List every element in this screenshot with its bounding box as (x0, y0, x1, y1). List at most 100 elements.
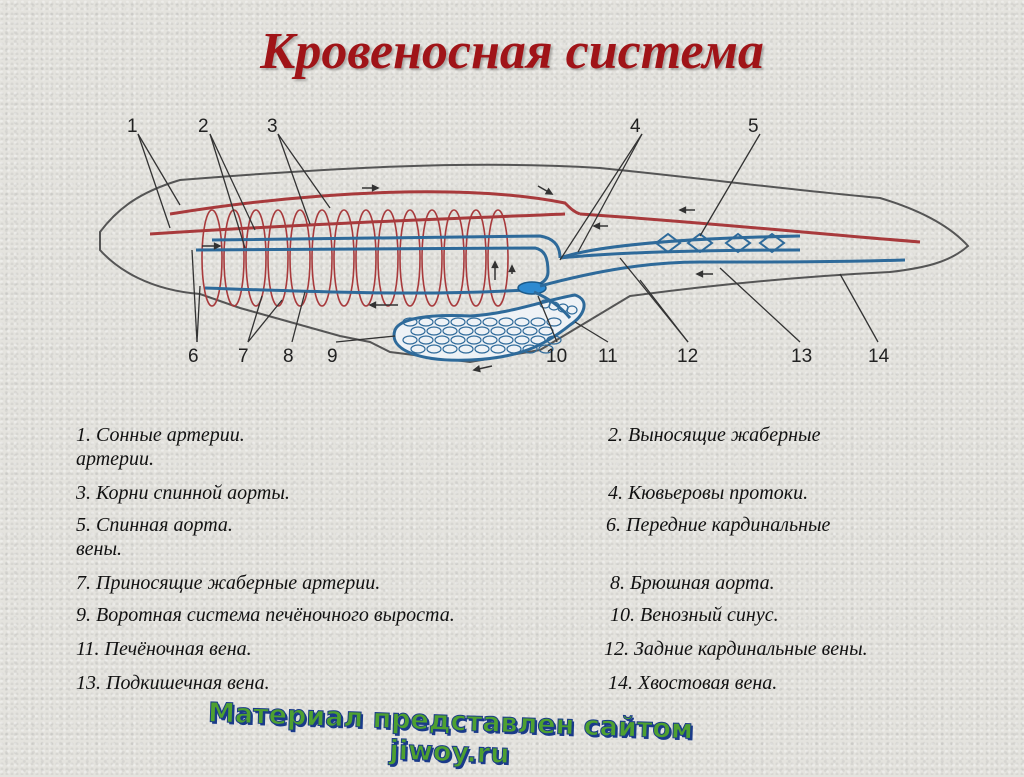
leader-line (196, 285, 201, 343)
gill-arch (487, 209, 509, 307)
hepatic-cell (474, 326, 490, 336)
hepatic-cell (434, 335, 450, 345)
hepatic-cell (474, 344, 490, 354)
cardinal-valves (654, 232, 786, 254)
leader-line (537, 295, 558, 343)
leader-line (277, 133, 331, 209)
leader-line (559, 133, 643, 261)
gill-arch (421, 209, 443, 307)
vein-valve (758, 232, 786, 254)
hepatic-cell (426, 344, 442, 354)
carotid-artery-upper (169, 190, 581, 216)
gill-arch (267, 209, 289, 307)
vein-valve (686, 232, 714, 254)
hepatic-cell (498, 335, 514, 345)
gill-arch (377, 209, 399, 307)
leader-line (839, 273, 879, 343)
hepatic-cell (418, 335, 434, 345)
flow-arrowhead (491, 260, 499, 269)
gill-arches (201, 209, 509, 307)
hepatic-cell (434, 317, 450, 327)
leader-line (719, 267, 801, 343)
flow-arrowhead (544, 187, 554, 195)
hepatic-cell (402, 317, 418, 327)
flow-arrowhead (695, 270, 704, 278)
hepatic-cell (546, 317, 562, 327)
flow-arrows (202, 184, 713, 373)
legend-item: 10. Венозный синус. (610, 604, 779, 626)
hepatic-cell (514, 317, 530, 327)
gill-arch (355, 209, 377, 307)
vein-valve (654, 232, 682, 254)
legend-item: 1. Сонные артерии. (76, 424, 245, 446)
hepatic-cell (530, 317, 546, 327)
hepatic-cell (490, 344, 506, 354)
hepatic-cell (482, 317, 498, 327)
hepatic-cell (418, 317, 434, 327)
hepatic-cell (506, 326, 522, 336)
flow-arrowhead (368, 301, 377, 309)
hepatic-cell (458, 344, 474, 354)
ventral-aorta (204, 286, 526, 295)
flow-arrowhead (472, 364, 481, 373)
hepatic-cell (442, 326, 458, 336)
hepatic-cell (450, 335, 466, 345)
hepatic-cell (410, 326, 426, 336)
legend-item: 6. Передние кардинальные (606, 514, 831, 536)
hepatic-cell (466, 317, 482, 327)
hepatic-cell (450, 317, 466, 327)
gill-arch (223, 209, 245, 307)
flow-arrowhead (371, 184, 380, 192)
sinus-venosus (517, 281, 547, 295)
legend-item: 7. Приносящие жаберные артерии. (76, 572, 381, 594)
diagram-number: 9 (327, 346, 338, 367)
page-title: Кровеносная система (260, 23, 764, 80)
leader-line (247, 299, 283, 343)
gill-arch (311, 209, 333, 307)
legend-item: 9. Воротная система печёночного выроста. (76, 604, 455, 626)
hepatic-cell (482, 335, 498, 345)
legend-item: артерии. (76, 448, 155, 470)
hepatic-cell (426, 326, 442, 336)
hepatic-cell (522, 326, 538, 336)
hepatic-cell (530, 335, 546, 345)
hepatic-cell (538, 344, 554, 354)
gill-arch (245, 209, 267, 307)
hepatic-cell (466, 335, 482, 345)
diagram-number: 4 (630, 116, 641, 137)
leader-line (577, 133, 643, 253)
leader-line (209, 133, 256, 231)
circulatory-system-diagram: 1 2 3 4 5 6 7 8 9 10 11 12 13 14 (99, 116, 970, 373)
hepatic-cell (458, 326, 474, 336)
hepatic-cell (566, 305, 578, 315)
flow-arrowhead (508, 264, 516, 273)
legend-item: 11. Печёночная вена. (76, 638, 252, 660)
diagram-number: 3 (267, 116, 278, 137)
gill-arch (399, 209, 421, 307)
anterior-cardinal-vein (211, 234, 562, 259)
hepatic-cell (490, 326, 506, 336)
gill-arch (443, 209, 465, 307)
legend-item: 2. Выносящие жаберные (608, 424, 821, 446)
leader-line (137, 133, 181, 206)
diagram-number: 13 (791, 346, 812, 367)
diagram-number: 14 (868, 346, 890, 367)
legend-item: 5. Спинная аорта. (76, 514, 233, 536)
leader-line (191, 249, 198, 343)
watermark: Материал представлен сайтом jiwoy.ru (207, 697, 694, 771)
hepatic-cell (498, 317, 514, 327)
leader-line (699, 133, 761, 237)
carotid-artery-lower (149, 212, 566, 236)
diagram-number: 6 (188, 346, 199, 367)
legend-item: вены. (76, 538, 123, 560)
gill-arch (201, 209, 223, 307)
leader-line (209, 133, 246, 249)
leader-line (291, 291, 306, 343)
hepatic-cell (402, 335, 418, 345)
hepatic-cell (514, 335, 530, 345)
legend-item: 4. Кювьеровы протоки. (608, 482, 809, 504)
diagram-number: 1 (127, 116, 138, 137)
leader-line (247, 295, 263, 343)
posterior-cardinal-vein-2 (559, 248, 801, 260)
leader-line (574, 321, 609, 343)
